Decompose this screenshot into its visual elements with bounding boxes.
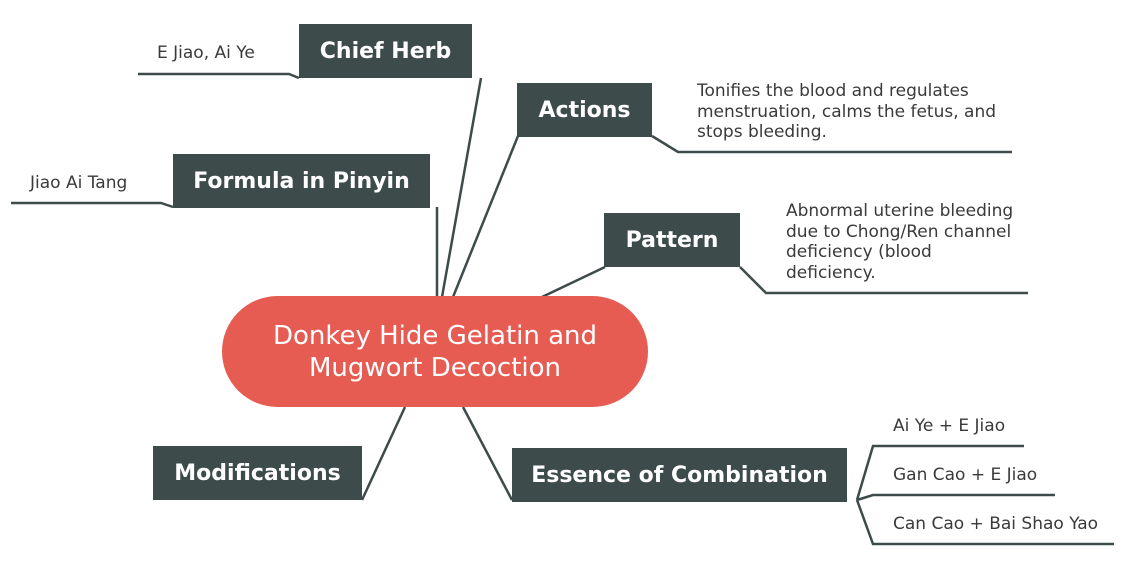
node-pattern[interactable]: Pattern: [604, 213, 740, 267]
essence-item: Ai Ye + E Jiao: [893, 416, 1006, 436]
link-essence-item-2: [856, 493, 1055, 502]
actions-detail-line: Tonifies the blood and regulates: [697, 81, 969, 101]
node-modifications-label: Modifications: [174, 460, 341, 486]
link-chief-herb: [440, 77, 483, 298]
link-essence-item-1: [855, 444, 1024, 501]
node-chief-herb-label: Chief Herb: [319, 38, 452, 64]
node-pattern-label: Pattern: [625, 227, 719, 253]
underline-chief-herb: [138, 72, 300, 80]
underline-actions: [651, 134, 1012, 154]
central-title-line-2: Mugwort Decoction: [308, 352, 562, 383]
essence-item: Can Cao + Bai Shao Yao: [893, 514, 1099, 534]
node-formula-pinyin[interactable]: Formula in Pinyin: [173, 154, 430, 208]
pattern-detail: Abnormal uterine bleeding due to Chong/R…: [786, 201, 1013, 283]
actions-detail-line: menstruation, calms the fetus, and: [697, 101, 997, 122]
pattern-detail-line: deficiency.: [786, 262, 876, 283]
underline-pattern: [739, 266, 1028, 295]
essence-item: Gan Cao + E Jiao: [893, 465, 1038, 485]
link-pattern: [541, 265, 606, 299]
node-actions[interactable]: Actions: [517, 83, 652, 137]
underline-formula: [11, 201, 174, 209]
pattern-detail-line: Abnormal uterine bleeding: [786, 201, 1014, 221]
pattern-detail-line: deficiency (blood: [786, 242, 932, 262]
link-essence-item-3: [855, 499, 1114, 546]
node-modifications[interactable]: Modifications: [153, 446, 362, 500]
central-title-line-1: Donkey Hide Gelatin and: [272, 320, 598, 351]
formula-pinyin-detail: Jiao Ai Tang: [30, 173, 128, 193]
node-essence-of-combination[interactable]: Essence of Combination: [512, 448, 847, 502]
chief-herb-detail: E Jiao, Ai Ye: [157, 43, 255, 63]
node-chief-herb[interactable]: Chief Herb: [299, 24, 472, 78]
pattern-detail-line: due to Chong/Ren channel: [786, 221, 1012, 242]
actions-detail-line: stops bleeding.: [697, 122, 827, 142]
node-essence-label: Essence of Combination: [531, 462, 828, 488]
actions-detail: Tonifies the blood and regulates menstru…: [697, 81, 996, 143]
node-actions-label: Actions: [538, 97, 631, 123]
link-actions: [451, 135, 520, 298]
central-topic[interactable]: Donkey Hide Gelatin and Mugwort Decoctio…: [222, 296, 648, 407]
link-modifications: [360, 406, 407, 501]
node-formula-pinyin-label: Formula in Pinyin: [193, 168, 410, 194]
link-essence: [461, 406, 514, 501]
